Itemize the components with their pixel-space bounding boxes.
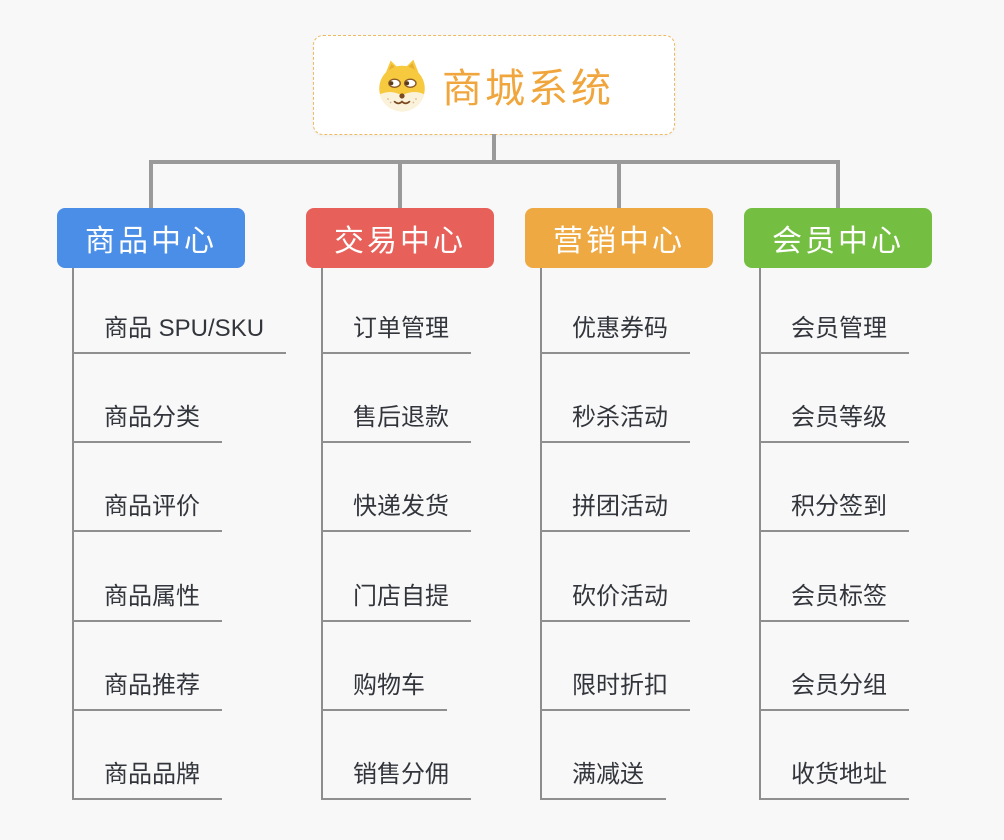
leaf-node[interactable]: 会员标签 [759, 580, 909, 622]
leaf-node[interactable]: 购物车 [321, 669, 447, 711]
branch-spine [540, 268, 542, 800]
leaf-node[interactable]: 限时折扣 [540, 669, 690, 711]
root-node-title: 商城系统 [442, 67, 614, 111]
branch-header-trade-center[interactable]: 交易中心 [306, 208, 494, 268]
leaf-node[interactable]: 会员分组 [759, 669, 909, 711]
leaf-node[interactable]: 售后退款 [321, 401, 471, 443]
branch-header-marketing-center[interactable]: 营销中心 [525, 208, 713, 268]
leaf-node[interactable]: 订单管理 [321, 312, 471, 354]
leaf-node[interactable]: 商品 SPU/SKU [72, 312, 287, 354]
leaf-node[interactable]: 会员等级 [759, 401, 909, 443]
leaf-node[interactable]: 快递发货 [321, 490, 471, 532]
leaf-node[interactable]: 门店自提 [321, 580, 471, 622]
branch-product-center: 商品中心 商品 SPU/SKU 商品分类 商品评价 商品属性 商品推荐 商品品牌 [57, 0, 307, 840]
leaf-node[interactable]: 商品推荐 [72, 669, 222, 711]
leaf-node[interactable]: 商品品牌 [72, 758, 222, 800]
leaf-node[interactable]: 商品评价 [72, 490, 222, 532]
branch-trade-center: 交易中心 订单管理 售后退款 快递发货 门店自提 购物车 销售分佣 [306, 0, 556, 840]
leaf-node[interactable]: 满减送 [540, 758, 666, 800]
leaf-node[interactable]: 商品属性 [72, 580, 222, 622]
leaf-node[interactable]: 收货地址 [759, 758, 909, 800]
leaf-node[interactable]: 销售分佣 [321, 758, 471, 800]
connector-drop-products [149, 160, 153, 208]
branch-marketing-center: 营销中心 优惠券码 秒杀活动 拼团活动 砍价活动 限时折扣 满减送 [525, 0, 775, 840]
branch-spine [759, 268, 761, 800]
leaf-node[interactable]: 砍价活动 [540, 580, 690, 622]
leaf-node[interactable]: 优惠券码 [540, 312, 690, 354]
leaf-node[interactable]: 秒杀活动 [540, 401, 690, 443]
leaf-node[interactable]: 会员管理 [759, 312, 909, 354]
branch-header-product-center[interactable]: 商品中心 [57, 208, 245, 268]
branch-member-center: 会员中心 会员管理 会员等级 积分签到 会员标签 会员分组 收货地址 [744, 0, 994, 840]
connector-drop-marketing [617, 160, 621, 208]
connector-root-stub [492, 134, 496, 162]
connector-horizontal-bar [149, 160, 840, 164]
leaf-node[interactable]: 拼团活动 [540, 490, 690, 532]
connector-drop-trade [398, 160, 402, 208]
connector-drop-members [836, 160, 840, 208]
shiba-dog-icon [379, 59, 425, 112]
branch-spine [72, 268, 74, 800]
leaf-node[interactable]: 积分签到 [759, 490, 909, 532]
branch-header-member-center[interactable]: 会员中心 [744, 208, 932, 268]
branch-spine [321, 268, 323, 800]
root-node[interactable]: 商城系统 [313, 35, 675, 135]
leaf-node[interactable]: 商品分类 [72, 401, 222, 443]
